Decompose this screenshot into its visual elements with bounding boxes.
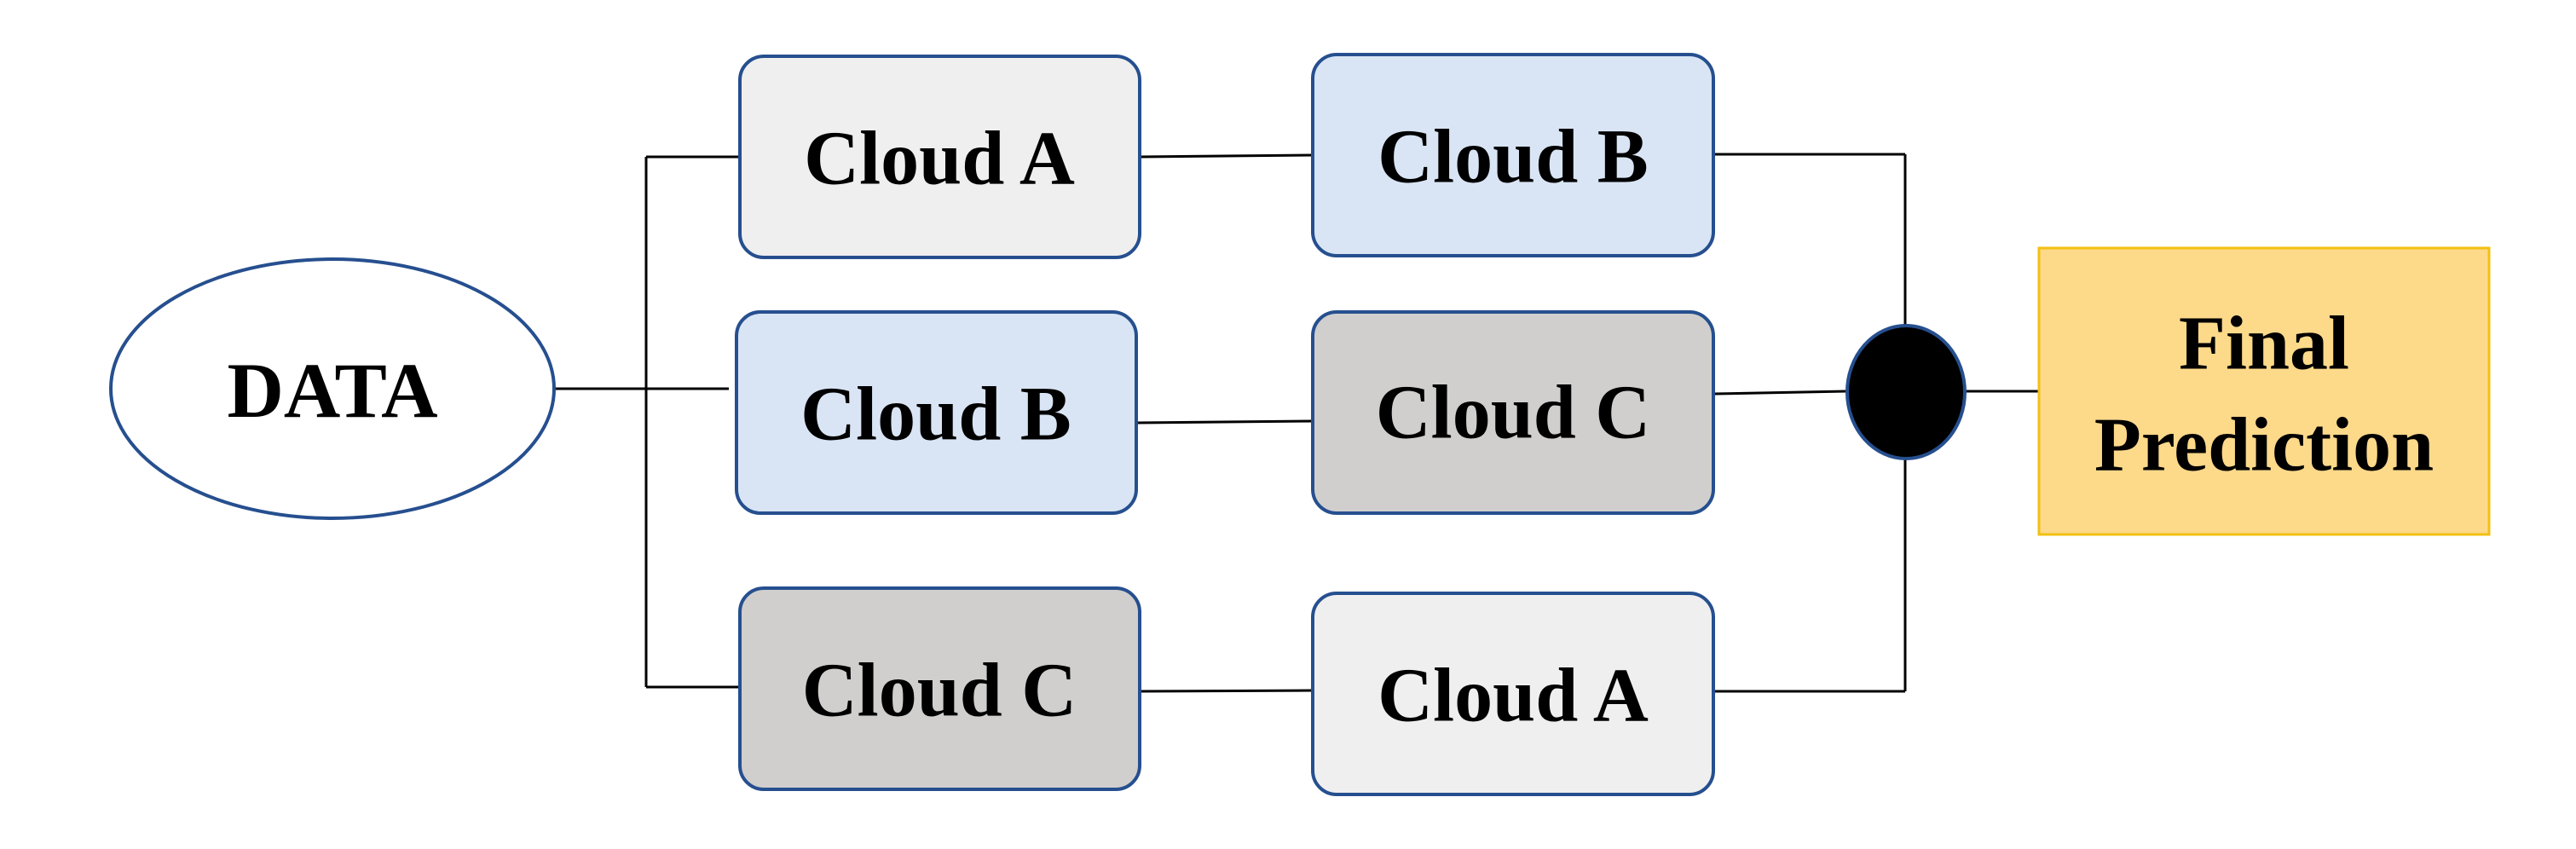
row2-first-node: Cloud B [735, 310, 1138, 515]
cloud-node-label: Cloud B [1378, 115, 1649, 199]
final-prediction-box [2037, 246, 2491, 536]
cloud-node-box [1311, 592, 1715, 796]
row3-second-node: Cloud A [1311, 592, 1715, 796]
cloud-node-box [738, 55, 1141, 259]
connectors [554, 153, 2039, 693]
cloud-node-box [1311, 310, 1715, 515]
connector-row2-out [1714, 390, 1847, 396]
row1-second-node: Cloud B [1311, 53, 1715, 257]
cloud-node-box [738, 586, 1141, 791]
row2-second-node: Cloud C [1311, 310, 1715, 515]
final-prediction-line1: Final [2179, 302, 2349, 386]
connector-row3-link [1139, 689, 1314, 693]
connector-row2-link [1137, 419, 1314, 424]
data-ellipse [109, 257, 556, 520]
connector-row1-link [1139, 153, 1314, 159]
row3-first-node: Cloud C [738, 586, 1141, 791]
cloud-node-label: Cloud B [800, 373, 1071, 457]
cloud-node-box [735, 310, 1138, 515]
final-prediction-node: Final Prediction [2037, 246, 2491, 536]
cloud-node-label: Cloud A [804, 117, 1075, 201]
cloud-node-label: Cloud C [802, 649, 1077, 733]
data-label: DATA [227, 347, 437, 434]
cloud-node-label: Cloud A [1378, 654, 1649, 738]
data-node: DATA [109, 257, 556, 520]
final-prediction-line2: Prediction [2094, 403, 2434, 488]
cloud-node-label: Cloud C [1376, 371, 1651, 455]
cloud-node-box [1311, 53, 1715, 257]
row1-first-node: Cloud A [738, 55, 1141, 259]
junction-node [1845, 324, 1967, 460]
